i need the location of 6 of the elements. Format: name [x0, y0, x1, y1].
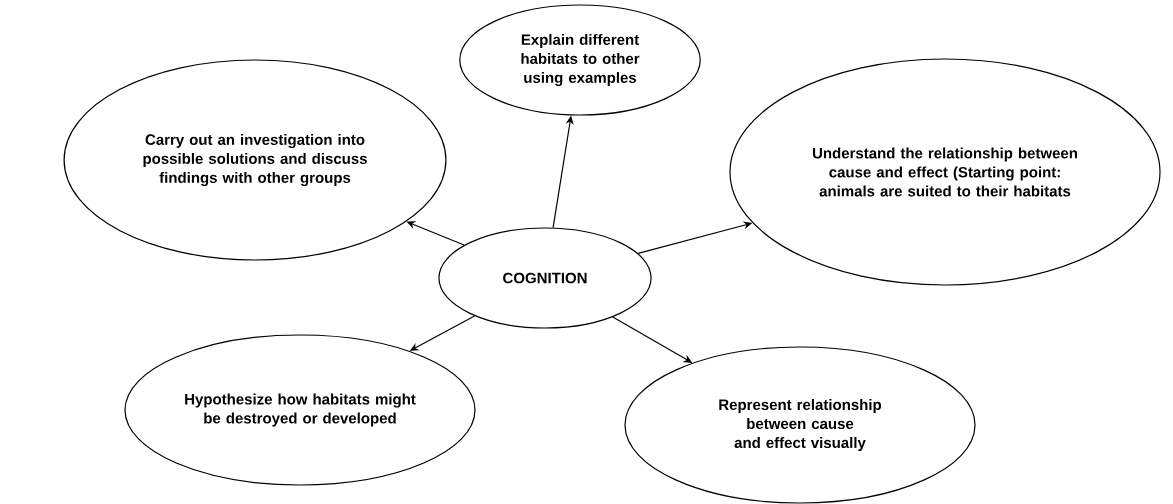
- ellipse-node: Carry out an investigation into possible solutions and discuss findings with other groups: [63, 59, 447, 261]
- ellipse-node: Understand the relationship between cause and effect (Starting point: animals are suited to their habitats: [729, 58, 1161, 286]
- ellipse-node: Represent relationship between cause and effect visually: [624, 346, 976, 504]
- ellipse-node: Explain different habitats to other using examples: [459, 4, 701, 116]
- ellipse-node: COGNITION: [438, 227, 652, 329]
- ellipse-node: Hypothesize how habitats might be destroyed or developed: [124, 334, 476, 486]
